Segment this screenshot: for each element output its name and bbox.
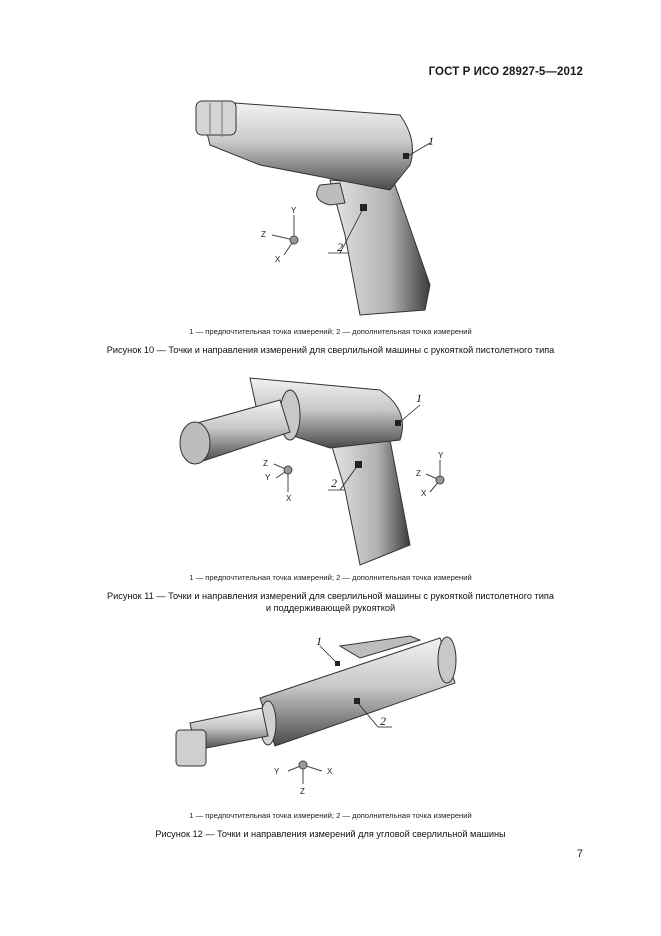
axis-y-label: Y xyxy=(265,473,271,482)
figure-10-legend: 1 — предпочтительная точка измерений; 2 … xyxy=(189,327,472,336)
figure-10: 1 2 Y Z X xyxy=(0,85,661,325)
figure-12-caption: Рисунок 12 — Точки и направления измерен… xyxy=(0,828,661,840)
pistol-drill-illustration: 1 2 Y Z X xyxy=(195,100,434,316)
axis-z-label: Z xyxy=(263,459,268,468)
axis-z-label: Z xyxy=(261,230,266,239)
figure-11-caption: Рисунок 11 — Точки и направления измерен… xyxy=(0,590,661,614)
standard-designation: ГОСТ Р ИСО 28927-5—2012 xyxy=(428,66,583,78)
axis-x-label: X xyxy=(286,494,292,503)
page-number: 7 xyxy=(576,848,583,860)
axis-x-label: X xyxy=(275,255,281,264)
axes-triad xyxy=(287,760,323,784)
figure-10-caption: Рисунок 10 — Точки и направления измерен… xyxy=(0,344,661,356)
label-1: 1 xyxy=(416,391,422,405)
figure-12-legend: 1 — предпочтительная точка измерений; 2 … xyxy=(189,811,472,820)
axes-triad xyxy=(271,215,299,256)
axis-x-label: X xyxy=(421,489,427,498)
caption-line: Рисунок 10 — Точки и направления измерен… xyxy=(106,345,555,355)
preferred-point-marker xyxy=(403,153,409,159)
axis-y-label: Y xyxy=(274,767,280,776)
label-2: 2 xyxy=(331,476,337,490)
figure-11: 1 2 Z Y X Y Z X xyxy=(0,370,661,570)
axis-z-label: Z xyxy=(300,787,305,796)
label-1: 1 xyxy=(428,134,434,148)
axis-x-label: X xyxy=(327,767,333,776)
label-2: 2 xyxy=(337,240,343,254)
pistol-drill-with-support-handle-illustration: 1 2 Z Y X Y Z X xyxy=(179,377,445,566)
axes-triad-left xyxy=(273,463,293,492)
label-2: 2 xyxy=(380,714,386,728)
axis-z-label: Z xyxy=(416,469,421,478)
figure-12: 1 2 Y X Z xyxy=(0,628,661,803)
figure-11-legend: 1 — предпочтительная точка измерений; 2 … xyxy=(189,573,472,582)
angle-drill-illustration: 1 2 Y X Z xyxy=(175,634,457,796)
caption-line: Рисунок 12 — Точки и направления измерен… xyxy=(155,829,506,839)
axis-y-label: Y xyxy=(438,451,444,460)
additional-point-marker xyxy=(360,204,367,211)
caption-line: и поддерживающей рукояткой xyxy=(265,603,396,613)
axis-y-label: Y xyxy=(291,206,297,215)
axes-triad-right xyxy=(425,460,445,493)
caption-line: Рисунок 11 — Точки и направления измерен… xyxy=(107,591,554,601)
label-1: 1 xyxy=(316,634,322,648)
